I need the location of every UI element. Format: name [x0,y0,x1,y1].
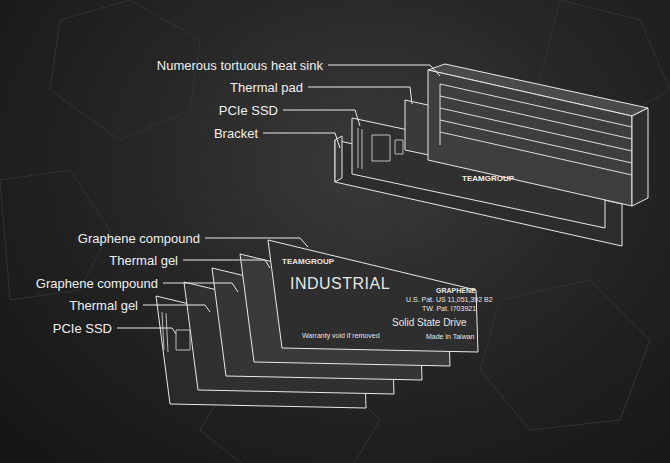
shape [440,120,632,163]
shape [166,313,168,352]
shape [358,128,403,169]
shape [183,260,270,268]
part-label: PCIe SSD [219,103,278,118]
sticker-text: TW. Pat. I703921 [422,305,476,312]
shape [283,110,360,126]
part-label: Numerous tortuous heat sink [157,58,323,73]
part-label: Thermal pad [230,80,303,95]
shape [263,133,340,148]
shape [162,312,164,350]
part-label: Graphene compound [78,231,200,246]
shape [117,328,176,334]
shape [308,87,412,104]
shape [440,84,441,145]
part-label: Thermal gel [109,253,178,268]
sticker-text: GRAPHENE [436,287,476,294]
sticker-text: INDUSTRIAL [290,276,390,292]
part-label: Thermal gel [69,298,138,313]
shape [328,65,440,76]
sticker-text: U.S. Pat. US 11,051,392 B2 [406,296,493,303]
shape [362,129,363,169]
shape [440,96,632,139]
sticker-text: Warranty void if removed [302,332,380,339]
part-label: Bracket [214,126,258,141]
brand-text: TEAMGROUP [462,174,514,184]
shape [480,280,650,430]
shape [440,84,632,175]
shape [358,128,359,168]
shape [205,238,308,247]
part-label: Graphene compound [36,276,158,291]
shape [632,108,648,206]
sticker-text: TEAMGROUP [282,258,334,266]
shape [162,312,190,352]
sticker-text: Solid State Drive [392,318,466,328]
shape [440,84,632,127]
shape [440,108,632,151]
shape [440,132,632,175]
shape [395,140,403,154]
sticker-text: Made in Taiwan [426,333,475,340]
shape [117,65,440,334]
shape [428,70,632,206]
part-label: PCIe SSD [53,321,112,336]
shape [156,64,648,408]
shape [163,283,238,292]
shape [143,305,210,312]
shape [372,135,390,161]
shape [176,330,190,350]
label-sticker: TEAMGROUPINDUSTRIALGRAPHENEU.S. Pat. US … [268,240,480,354]
